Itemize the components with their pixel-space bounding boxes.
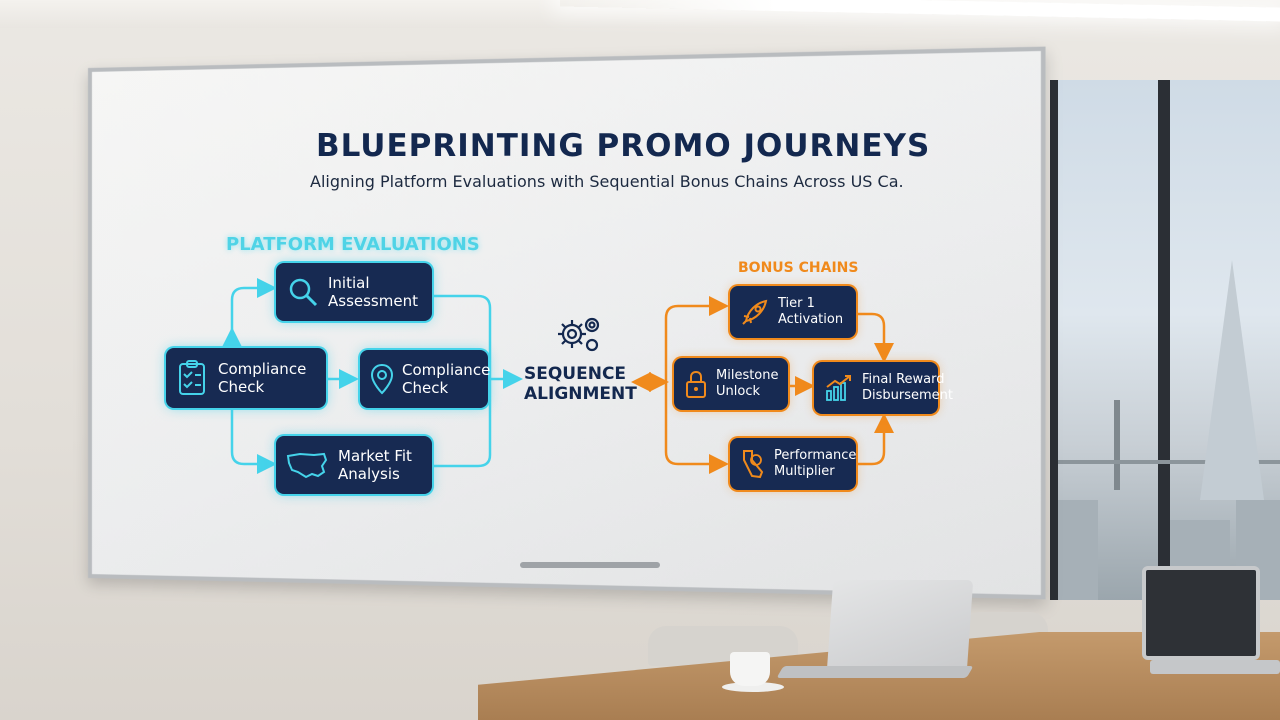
node-label: Milestone Unlock [716,368,779,399]
node-label: Compliance Check [402,361,491,397]
state-map-coin-icon [743,450,764,479]
padlock-icon [686,370,706,398]
saucer [722,682,784,692]
rocket-icon [742,299,768,325]
office-window [1050,80,1280,600]
node-tier1-activation[interactable]: Tier 1 Activation [730,286,856,338]
city-bridge [1058,460,1280,464]
node-milestone-unlock[interactable]: Milestone Unlock [674,358,788,410]
node-compliance-check-left[interactable]: Compliance Check [166,348,326,408]
growth-chart-icon [826,375,851,401]
node-final-reward-disbursement[interactable]: Final Reward Disbursement [814,362,953,414]
laptop [826,580,974,672]
city-building [1058,500,1098,600]
page-subtitle: Aligning Platform Evaluations with Seque… [310,172,904,191]
location-pin-icon [370,363,394,395]
node-label: Tier 1 Activation [778,296,844,327]
sequence-alignment-label: SEQUENCE ALIGNMENT [524,364,637,404]
node-label: Performance Multiplier [774,448,857,479]
clipboard-checklist-icon [179,360,205,395]
coffee-cup [730,652,770,686]
platform-evaluations-heading: PLATFORM EVALUATIONS [226,234,480,255]
node-label: Final Reward Disbursement [862,372,953,403]
node-label: Market Fit Analysis [338,447,412,483]
marker-tray [520,562,660,568]
us-map-icon [286,452,328,479]
node-market-fit-analysis[interactable]: Market Fit Analysis [276,436,432,494]
laptop-right [1142,566,1260,660]
laptop-right-base [1150,660,1280,674]
bridge-tower [1114,400,1120,490]
bonus-chains-heading: BONUS CHAINS [738,260,859,276]
skyscraper-tower [1200,260,1264,500]
sequence-alignment-text: SEQUENCE ALIGNMENT [524,364,637,404]
node-label: Initial Assessment [328,274,418,310]
laptop-base [776,666,974,678]
gears-icon [558,317,600,352]
node-compliance-check-right[interactable]: Compliance Check [360,350,491,408]
node-initial-assessment[interactable]: Initial Assessment [276,263,432,321]
magnifier-icon [289,278,318,307]
node-performance-multiplier[interactable]: Performance Multiplier [730,438,856,490]
node-label: Compliance Check [218,360,307,396]
page-title: BLUEPRINTING PROMO JOURNEYS [316,128,931,164]
